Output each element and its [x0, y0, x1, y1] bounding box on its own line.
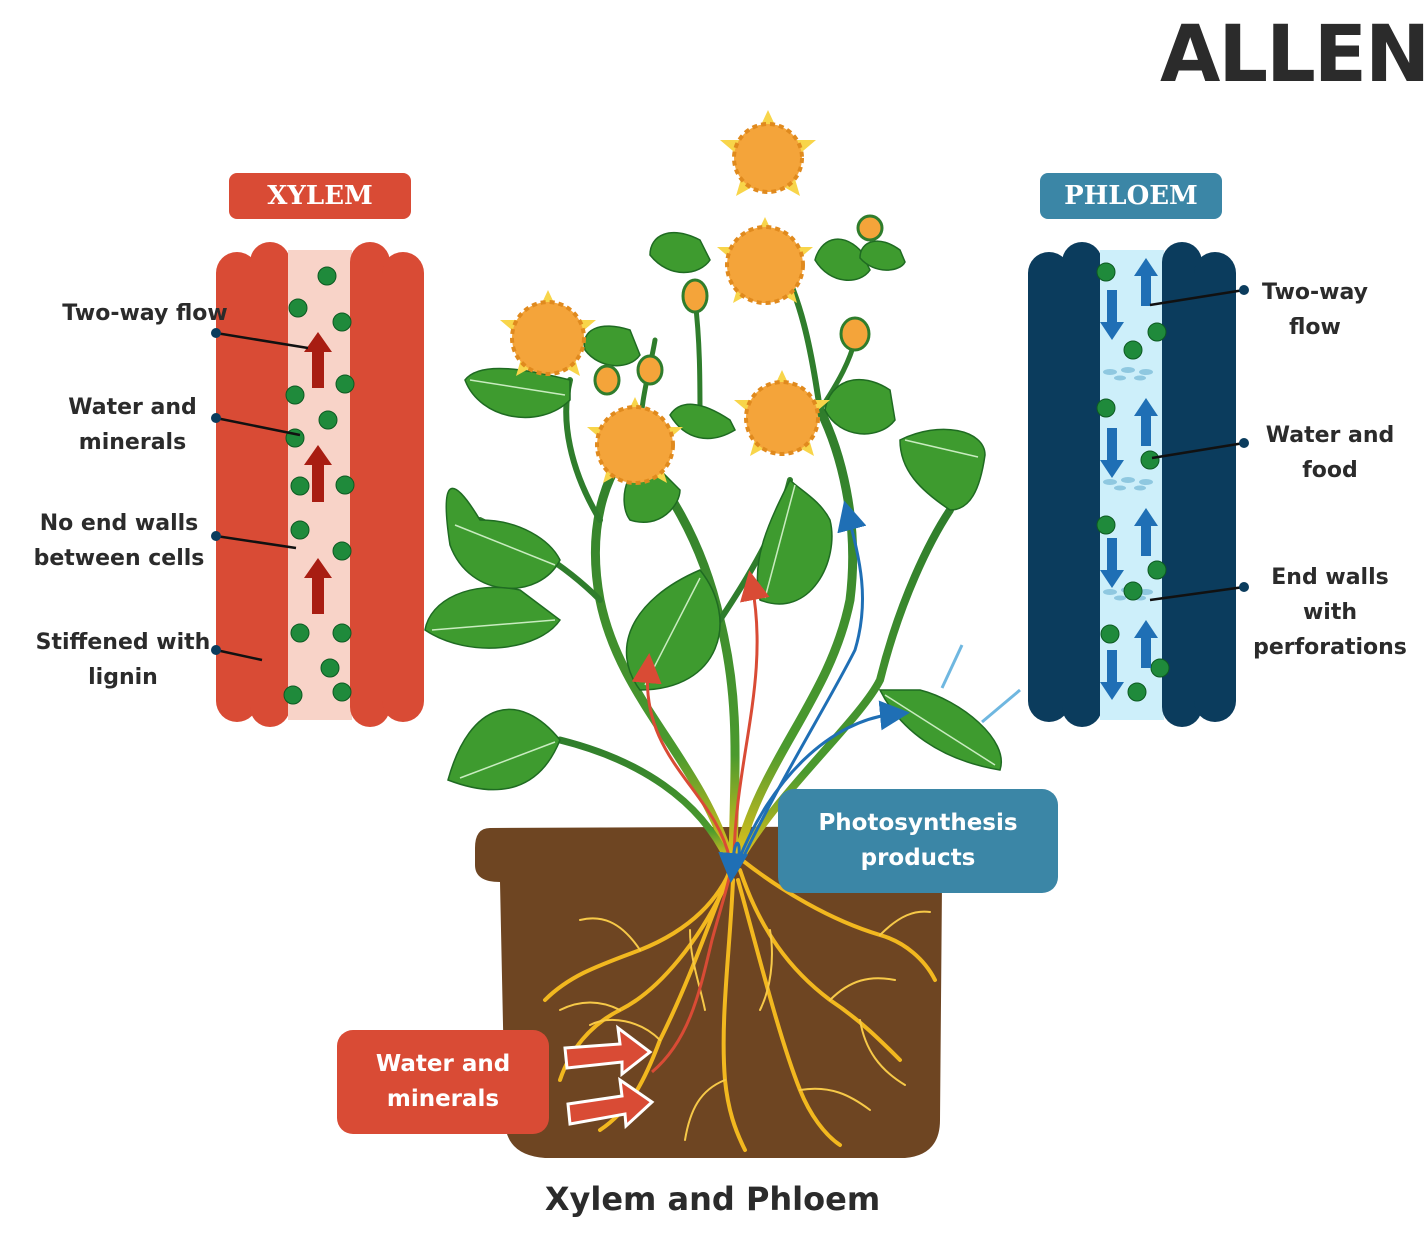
phloem-title: PHLOEM [1040, 173, 1222, 219]
phloem-label-end-walls: End walls with perforations [1253, 565, 1407, 660]
xylem-title: XYLEM [229, 173, 411, 219]
flower [717, 217, 813, 305]
photosynthesis-products-box: Photosynthesis products [778, 789, 1058, 893]
flower [734, 370, 830, 456]
sunlight-rays [940, 644, 1021, 724]
phloem-flow-lines [718, 500, 910, 883]
xylem-label-lignin: Stiffened with lignin [35, 630, 211, 690]
phloem-pointers [1149, 288, 1245, 602]
xylem-vessel [211, 242, 424, 727]
bud [593, 214, 884, 396]
xylem-pointers [215, 331, 309, 662]
flower [720, 110, 816, 196]
phloem-particles [1096, 262, 1170, 702]
soil-pot [475, 826, 1010, 1158]
phloem-label-two-way-flow: Two-way flow [1262, 280, 1368, 340]
xylem-flow-lines [631, 570, 770, 1074]
xylem-label-no-end-walls: No end walls between cells [33, 511, 205, 571]
xylem-up-arrows [304, 332, 332, 614]
xylem-label-two-way-flow: Two-way flow [62, 301, 228, 326]
diagram-caption: Xylem and Phloem [544, 1180, 881, 1218]
allen-logo: ALLEN [1160, 10, 1425, 100]
phloem-vessel [1028, 242, 1249, 727]
flower [587, 397, 683, 485]
phloem-arrows [1100, 258, 1158, 700]
water-entry-arrows [563, 1024, 655, 1130]
phloem-label-water-food: Water and food [1265, 423, 1395, 483]
water-minerals-box: Water and minerals [337, 1030, 549, 1134]
xylem-particles [283, 266, 355, 705]
leaves [424, 232, 1003, 791]
leaf-veins [431, 379, 996, 779]
xylem-label-water-minerals: Water and minerals [68, 395, 197, 455]
flower [500, 290, 596, 376]
flowers [500, 110, 884, 485]
